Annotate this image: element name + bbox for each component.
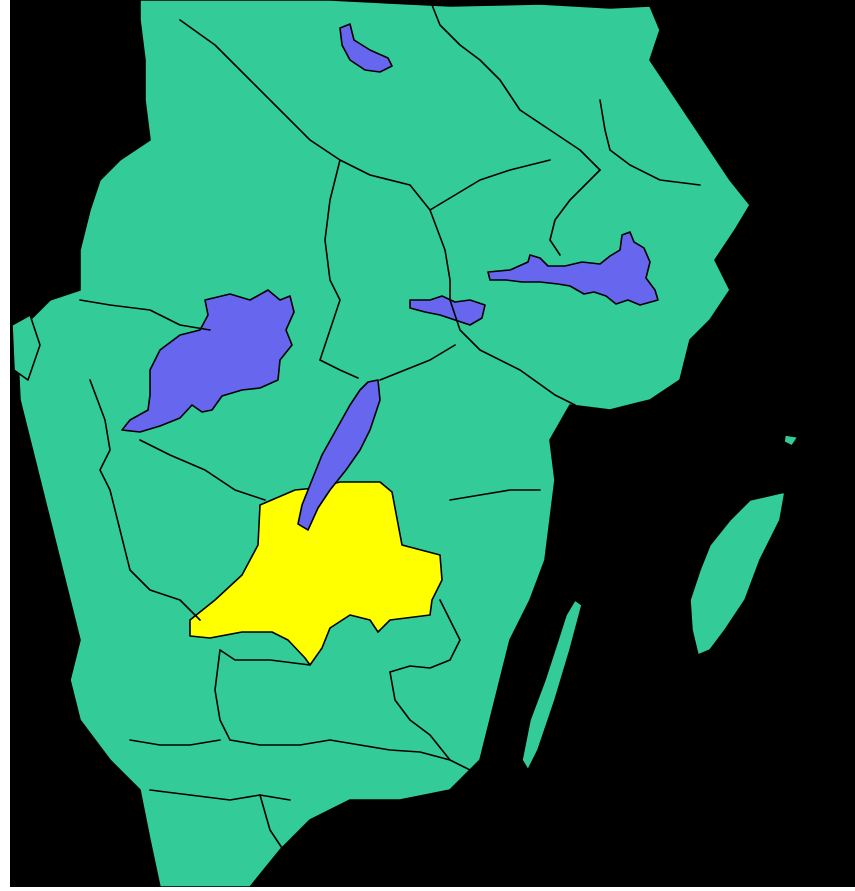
lake-vattern[interactable] — [297, 379, 381, 531]
gotska-island — [783, 434, 799, 447]
province-borders — [79, 0, 701, 861]
lake-hjalmaren[interactable] — [409, 295, 486, 326]
west-coast-island — [11, 314, 41, 381]
lake-north[interactable] — [339, 23, 393, 73]
oland-region[interactable] — [521, 599, 583, 771]
lake-vanern[interactable] — [121, 289, 295, 433]
highlighted-region[interactable] — [189, 481, 443, 666]
map-canvas — [10, 0, 855, 887]
lake-malaren[interactable] — [487, 231, 659, 306]
gotland-region[interactable] — [689, 491, 786, 656]
mainland-region[interactable] — [17, 0, 751, 887]
